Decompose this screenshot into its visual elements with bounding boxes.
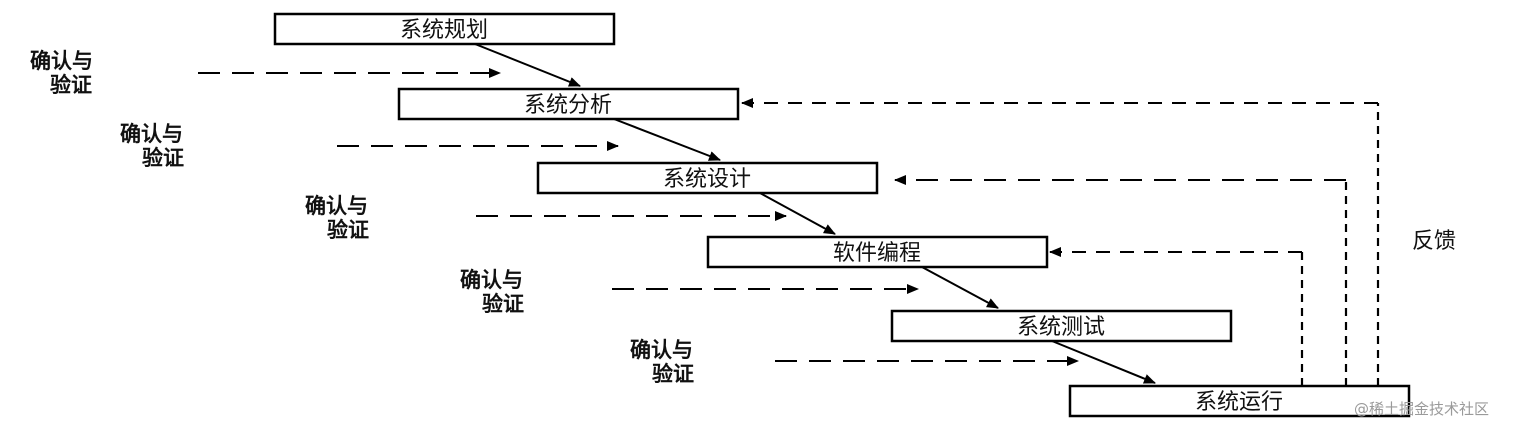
stage-box-1: 系统规划 [273, 12, 616, 46]
stage-box-3: 系统设计 [536, 161, 879, 195]
flow-arrow-5 [1051, 340, 1156, 384]
svg-text:验证: 验证 [652, 362, 694, 386]
svg-text:验证: 验证 [327, 218, 369, 242]
stage-label-1: 系统规划 [400, 18, 488, 43]
stage-box-2: 系统分析 [397, 87, 740, 121]
svg-text:确认与: 确认与 [120, 122, 183, 146]
feedback-line-programming [1049, 247, 1304, 386]
verify-label-1: 确认与 验证 [30, 49, 93, 97]
svg-text:确认与: 确认与 [30, 49, 93, 73]
stage-box-6: 系统运行 [1068, 384, 1411, 418]
stage-label-2: 系统分析 [524, 93, 612, 118]
stage-label-3: 系统设计 [663, 167, 751, 192]
svg-text:确认与: 确认与 [630, 338, 693, 362]
flow-arrow-4 [921, 266, 999, 309]
verify-label-5: 确认与 验证 [630, 338, 694, 386]
feedback-label: 反馈 [1412, 229, 1456, 254]
flow-arrow-2 [613, 118, 721, 161]
feedback-line-analysis [741, 98, 1380, 386]
stage-box-5: 系统测试 [890, 309, 1233, 343]
feedback-line-design [894, 175, 1348, 386]
flow-arrow-3 [759, 192, 836, 235]
watermark: @稀土掘金技术社区 [1354, 400, 1489, 418]
svg-text:确认与: 确认与 [305, 194, 368, 218]
flow-arrow-1 [474, 43, 581, 87]
svg-text:验证: 验证 [142, 146, 184, 170]
svg-text:验证: 验证 [482, 292, 524, 316]
svg-text:确认与: 确认与 [460, 268, 523, 292]
svg-text:验证: 验证 [50, 73, 92, 97]
stage-box-4: 软件编程 [706, 235, 1049, 269]
verify-label-4: 确认与 验证 [460, 268, 524, 316]
stage-label-6: 系统运行 [1195, 390, 1283, 415]
verify-label-3: 确认与 验证 [305, 194, 369, 242]
verify-label-2: 确认与 验证 [120, 122, 184, 170]
stage-label-5: 系统测试 [1017, 315, 1105, 340]
stage-label-4: 软件编程 [833, 241, 921, 266]
